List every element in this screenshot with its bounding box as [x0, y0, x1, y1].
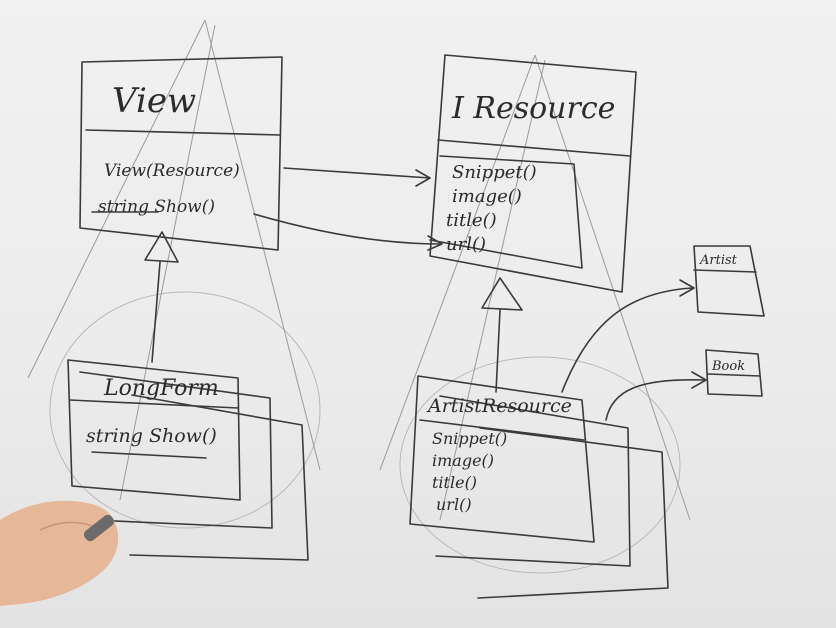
- view-method-1: View(Resource): [104, 161, 240, 181]
- iresource-method-4: url(): [446, 234, 486, 255]
- iresource-method-1: Snippet(): [452, 162, 537, 183]
- view-class-box: View View(Resource) string Show(): [80, 57, 282, 250]
- dependency-arrows: [562, 280, 706, 420]
- book-class-box: Book: [706, 350, 762, 396]
- artistresource-method-4: url(): [436, 495, 472, 514]
- longform-method-1: string Show(): [86, 425, 217, 447]
- iresource-title: I Resource: [451, 91, 615, 126]
- inheritance-arrows: [145, 232, 522, 392]
- artistresource-class-box: ArtistResource Snippet() image() title()…: [410, 376, 668, 598]
- iresource-method-2: image(): [452, 186, 522, 207]
- guide-circle-left: [50, 292, 320, 528]
- presenter-hand: [0, 501, 118, 606]
- view-method-2: string Show(): [98, 197, 215, 217]
- book-title: Book: [711, 359, 745, 374]
- iresource-class-box: I Resource Snippet() image() title() url…: [430, 55, 636, 292]
- artistresource-method-1: Snippet(): [432, 429, 507, 448]
- artist-title: Artist: [699, 253, 738, 268]
- longform-title: LongForm: [103, 376, 219, 401]
- iresource-method-3: title(): [446, 210, 497, 231]
- view-title: View: [112, 81, 196, 121]
- artistresource-title: ArtistResource: [426, 395, 572, 417]
- artist-class-box: Artist: [694, 246, 764, 316]
- association-arrows: [254, 168, 442, 250]
- artistresource-method-2: image(): [432, 451, 494, 470]
- artistresource-method-3: title(): [432, 473, 477, 492]
